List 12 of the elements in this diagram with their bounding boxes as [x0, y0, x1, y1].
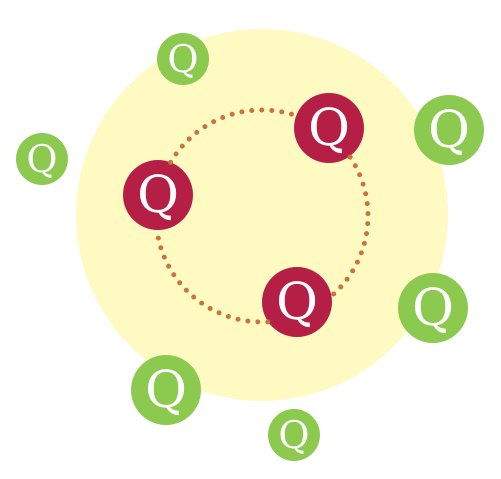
circle-node	[16, 133, 68, 185]
node-letter: Q	[278, 416, 310, 454]
node-letter: Q	[137, 170, 179, 220]
node-letter: Q	[26, 140, 58, 178]
node-letter: Q	[308, 102, 350, 154]
node-letter: Q	[412, 282, 454, 334]
dotted-arc	[329, 154, 370, 298]
node-letter: Q	[428, 104, 470, 156]
node-letter: Q	[167, 40, 199, 78]
node-letter: Q	[276, 276, 318, 328]
circle-node	[268, 409, 320, 461]
node-letter: Q	[145, 364, 187, 416]
